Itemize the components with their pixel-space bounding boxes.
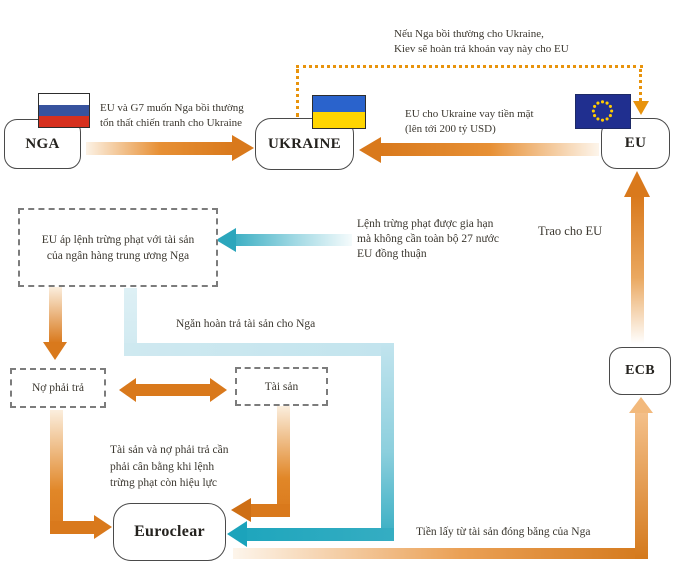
node-ukraine-label: UKRAINE: [268, 135, 341, 152]
arrow-ecb-to-eu-shaft: [631, 196, 644, 344]
liabilities-label: Nợ phải trả: [31, 382, 85, 394]
label-balance: Tài sản và nợ phải trả cần phải cân bằng…: [110, 442, 228, 492]
label-give-eu: Trao cho EU: [538, 224, 603, 238]
label-repay-loan-line2: Kiev sẽ hoàn trả khoản vay này cho EU: [394, 43, 569, 55]
arrow-nga-to-ukraine-shaft: [86, 142, 233, 155]
label-compensation-line2: tổn thất chiến tranh cho Ukraine: [100, 117, 243, 129]
label-repay-loan-line1: Nếu Nga bồi thường cho Ukraine,: [394, 28, 544, 40]
eu-flag-icon: [575, 94, 631, 129]
sanctions-box: EU áp lệnh trừng phạt với tài sản của ng…: [18, 208, 218, 287]
assets-box: Tài sản: [235, 367, 328, 406]
label-block-return: Ngăn hoàn trả tài sản cho Nga: [176, 318, 316, 330]
ukraine-flag-icon: [312, 95, 366, 129]
label-sanction-renew-line3: EU đồng thuận: [357, 248, 427, 260]
label-balance-line2: phải cân bằng khi lệnh: [110, 460, 215, 473]
sanctions-line-1: EU áp lệnh trừng phạt với tài sản: [41, 233, 195, 246]
label-sanction-renew-line2: mà không cần toàn bộ 27 nước: [357, 233, 499, 245]
label-sanction-renew-line1: Lệnh trừng phạt được gia hạn: [357, 218, 494, 230]
label-eu-loan-line1: EU cho Ukraine vay tiền mặt: [405, 108, 534, 120]
liabilities-box: Nợ phải trả: [10, 368, 106, 408]
arrow-eu-to-ukraine-shaft: [381, 143, 599, 156]
dotted-arrowhead-down-icon: [633, 101, 649, 115]
label-balance-line1: Tài sản và nợ phải trả cần: [110, 444, 229, 456]
teal-arrowhead-left-icon: [227, 521, 247, 547]
node-eu-label: EU: [624, 135, 647, 151]
blue-path-horizontal-top: [124, 343, 394, 356]
arrowhead-up-icon: [624, 171, 650, 197]
russia-flag-icon: [38, 93, 90, 128]
label-repay-loan: Nếu Nga bồi thường cho Ukraine, Kiev sẽ …: [394, 27, 569, 57]
node-euroclear: Euroclear: [113, 503, 226, 561]
assets-label: Tài sản: [264, 380, 299, 393]
arrow-liabilities-to-euroclear-horizontal: [50, 521, 95, 534]
arrow-balance-shaft: [135, 384, 211, 396]
dotted-path-horizontal: [296, 65, 643, 68]
blue-path-vertical-right: [381, 343, 394, 541]
arrowhead-right-icon: [94, 515, 112, 539]
eu-stars-icon: [591, 100, 614, 122]
label-eu-loan: EU cho Ukraine vay tiền mặt (lên tới 200…: [405, 107, 534, 137]
arrow-frozen-money-vertical: [635, 412, 648, 559]
node-ecb: ECB: [609, 347, 671, 395]
arrowhead-up-light-icon: [629, 397, 653, 413]
dotted-path-vertical-left: [296, 69, 299, 117]
node-ecb-label: ECB: [625, 363, 655, 378]
label-sanction-renew: Lệnh trừng phạt được gia hạn mà không cầ…: [357, 217, 499, 262]
arrowhead-left-icon: [359, 137, 381, 163]
label-balance-line3: trừng phạt còn hiệu lực: [110, 477, 217, 489]
arrow-frozen-money-horizontal: [233, 548, 648, 559]
teal-arrow-to-euroclear-shaft: [246, 528, 394, 541]
dotted-path-vertical-right: [639, 69, 642, 101]
arrow-assets-to-euroclear-horizontal: [251, 504, 290, 517]
arrow-sanction-shaft: [236, 234, 352, 246]
node-nga-label: NGA: [25, 135, 60, 152]
node-euroclear-label: Euroclear: [134, 523, 205, 540]
arrowhead-right-icon: [232, 135, 254, 161]
label-frozen-money: Tiền lấy từ tài sản đóng băng của Nga: [416, 526, 591, 538]
arrow-assets-to-euroclear-vertical: [277, 406, 290, 517]
double-arrowhead-right-icon: [210, 378, 227, 402]
teal-arrowhead-left-icon: [216, 228, 236, 252]
arrowhead-down-icon: [43, 342, 67, 360]
arrowhead-left-icon: [231, 498, 251, 522]
arrow-liabilities-to-euroclear-vertical: [50, 410, 63, 534]
sanctions-line-2: của ngân hàng trung ương Nga: [46, 249, 190, 262]
label-compensation-line1: EU và G7 muốn Nga bồi thường: [100, 102, 244, 114]
double-arrowhead-left-icon: [119, 378, 136, 402]
label-compensation: EU và G7 muốn Nga bồi thường tổn thất ch…: [100, 101, 244, 131]
arrow-sanctions-to-liabilities-shaft: [49, 287, 62, 343]
blue-path-vertical-from-sanctions: [124, 288, 137, 356]
label-eu-loan-line2: (lên tới 200 tỷ USD): [405, 123, 496, 135]
